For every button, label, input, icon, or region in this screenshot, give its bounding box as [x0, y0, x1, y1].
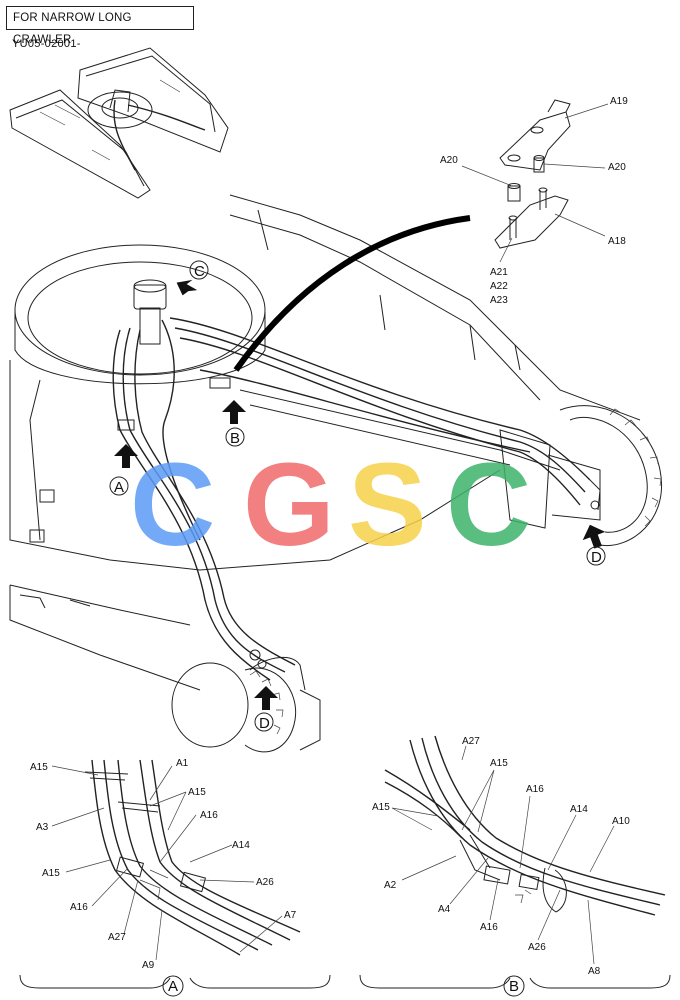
- detail-a-callout-a16-upper: A16: [200, 810, 218, 821]
- detail-b-callout-a16-top: A16: [526, 784, 544, 795]
- detail-b-callout-a16-bottom: A16: [480, 922, 498, 933]
- callout-leaders: [51, 103, 615, 965]
- detail-b-callout-a27: A27: [462, 736, 480, 747]
- view-marker-d-upper: D: [591, 549, 602, 566]
- hose-bundles: [112, 317, 601, 691]
- callout-a21: A21: [490, 267, 508, 278]
- detail-b-callout-a4: A4: [438, 904, 451, 915]
- detail-b-callout-a2: A2: [384, 880, 397, 891]
- watermark-letter-4: C: [446, 439, 531, 571]
- diagram-title: FOR NARROW LONG CRAWLER: [13, 12, 132, 46]
- watermark: C G S C: [130, 439, 531, 571]
- detail-b-callout-a8: A8: [588, 966, 601, 977]
- view-marker-a: A: [114, 479, 124, 496]
- view-arrows: [114, 279, 606, 710]
- detail-a-callout-a16-lower: A16: [70, 902, 88, 913]
- detail-a-callout-a15-low: A15: [42, 868, 60, 879]
- view-marker-d-lower: D: [259, 715, 270, 732]
- callout-a22: A22: [490, 281, 508, 292]
- callout-a20-left: A20: [440, 155, 458, 166]
- leader-line-to-bracket: [233, 215, 471, 372]
- detail-a-callout-a1: A1: [176, 758, 189, 769]
- view-marker-c: C: [194, 263, 205, 280]
- detail-b-callout-a15-top: A15: [490, 758, 508, 769]
- detail-a-callout-a14: A14: [232, 840, 250, 851]
- detail-a-callout-a3: A3: [36, 822, 49, 833]
- callout-a19: A19: [610, 96, 628, 107]
- detail-b-callout-a14: A14: [570, 804, 588, 815]
- crawler-overview-illustration: [9, 47, 229, 199]
- detail-b-label: B: [509, 978, 519, 995]
- detail-view-b-illustration: [359, 735, 671, 989]
- detail-b-callout-a26: A26: [528, 942, 546, 953]
- detail-a-callout-a15-top: A15: [30, 762, 48, 773]
- lower-frame-illustration: [9, 194, 662, 753]
- detail-a-callout-a26: A26: [256, 877, 274, 888]
- detail-a-callout-a15-mid: A15: [188, 787, 206, 798]
- detail-b-callout-a15-left: A15: [372, 802, 390, 813]
- watermark-letter-1: C: [130, 439, 215, 571]
- watermark-letter-2: G: [243, 439, 335, 571]
- detail-a-callout-a27: A27: [108, 932, 126, 943]
- diagram-title-box: FOR NARROW LONG CRAWLER: [6, 6, 194, 46]
- detail-a-callout-a7: A7: [284, 910, 297, 921]
- view-marker-b: B: [230, 430, 240, 447]
- detail-a-callout-a9: A9: [142, 960, 155, 971]
- detail-a-label: A: [168, 978, 178, 995]
- bracket-assembly-illustration: [494, 99, 571, 249]
- detail-b-callout-a10: A10: [612, 816, 630, 827]
- callout-a23: A23: [490, 295, 508, 306]
- document-code: YU05-02001-: [12, 38, 81, 50]
- watermark-letter-3: S: [348, 439, 427, 571]
- detail-view-a-illustration: [19, 759, 331, 989]
- callout-a18: A18: [608, 236, 626, 247]
- view-marker-circles: [109, 260, 606, 997]
- callout-a20-right: A20: [608, 162, 626, 173]
